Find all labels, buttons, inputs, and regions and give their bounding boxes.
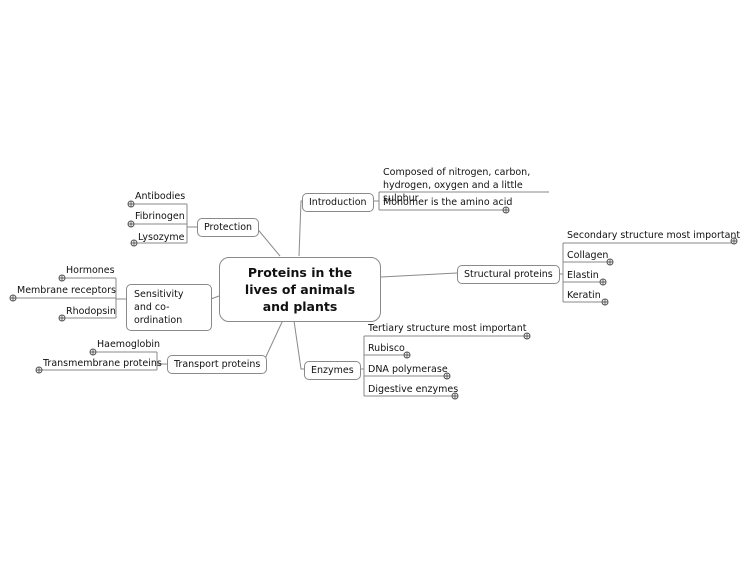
subtopic-elastin-label: Elastin (567, 270, 599, 281)
subtopic-hormones[interactable]: Hormones (64, 263, 117, 278)
subtopic-rhodopsin-label: Rhodopsin (66, 306, 116, 317)
subtopic-rhodopsin[interactable]: Rhodopsin (64, 304, 118, 319)
subtopic-tertiary-structure-label: Tertiary structure most important (368, 323, 527, 334)
subtopic-fibrinogen[interactable]: Fibrinogen (133, 209, 187, 224)
subtopic-digestive-enzymes-label: Digestive enzymes (368, 384, 459, 395)
subtopic-monomer-label: Monomer is the amino acid (383, 197, 513, 208)
subtopic-membrane-receptors[interactable]: Membrane receptors (15, 283, 118, 298)
central-topic[interactable]: Proteins in the lives of animals and pla… (219, 257, 381, 322)
subtopic-transmembrane-proteins[interactable]: Transmembrane proteins (41, 356, 164, 371)
subtopic-collagen[interactable]: Collagen (565, 248, 610, 263)
topic-enzymes-label: Enzymes (311, 365, 354, 376)
subtopic-rubisco-label: Rubisco (368, 343, 405, 354)
topic-sensitivity-label: Sensitivity and co-ordination (134, 289, 184, 326)
subtopic-composition[interactable]: Composed of nitrogen, carbon, hydrogen, … (381, 165, 551, 206)
topic-transport-proteins-label: Transport proteins (174, 359, 261, 370)
subtopic-lysozyme-label: Lysozyme (138, 232, 185, 243)
topic-structural-proteins-label: Structural proteins (464, 269, 553, 280)
subtopic-membrane-receptors-label: Membrane receptors (17, 285, 116, 296)
subtopic-lysozyme[interactable]: Lysozyme (136, 230, 187, 245)
subtopic-secondary-structure-label: Secondary structure most important (567, 230, 741, 241)
subtopic-rubisco[interactable]: Rubisco (366, 341, 407, 356)
subtopic-secondary-structure[interactable]: Secondary structure most important (565, 228, 742, 243)
subtopic-dna-polymerase[interactable]: DNA polymerase (366, 362, 450, 377)
topic-protection[interactable]: Protection (197, 218, 260, 237)
topic-transport-proteins[interactable]: Transport proteins (167, 355, 268, 374)
subtopic-dna-polymerase-label: DNA polymerase (368, 364, 448, 375)
subtopic-tertiary-structure[interactable]: Tertiary structure most important (366, 321, 529, 336)
subtopic-monomer[interactable]: Monomer is the amino acid (381, 195, 514, 210)
subtopic-elastin[interactable]: Elastin (565, 268, 601, 283)
topic-structural-proteins[interactable]: Structural proteins (457, 265, 560, 284)
subtopic-fibrinogen-label: Fibrinogen (135, 211, 185, 222)
topic-introduction[interactable]: Introduction (302, 193, 374, 212)
subtopic-composition-label: Composed of nitrogen, carbon, hydrogen, … (383, 167, 531, 204)
subtopic-haemoglobin[interactable]: Haemoglobin (95, 337, 162, 352)
subtopic-haemoglobin-label: Haemoglobin (97, 339, 161, 350)
subtopic-hormones-label: Hormones (66, 265, 115, 276)
subtopic-antibodies[interactable]: Antibodies (133, 189, 187, 204)
topic-enzymes[interactable]: Enzymes (304, 361, 361, 380)
subtopic-keratin[interactable]: Keratin (565, 288, 603, 303)
topic-protection-label: Protection (204, 222, 253, 233)
central-topic-title: Proteins in the lives of animals and pla… (244, 265, 356, 314)
subtopic-transmembrane-proteins-label: Transmembrane proteins (43, 358, 162, 369)
topic-introduction-label: Introduction (309, 197, 367, 208)
topic-sensitivity[interactable]: Sensitivity and co-ordination (126, 284, 212, 331)
subtopic-antibodies-label: Antibodies (135, 191, 186, 202)
subtopic-keratin-label: Keratin (567, 290, 601, 301)
subtopic-collagen-label: Collagen (567, 250, 609, 261)
subtopic-digestive-enzymes[interactable]: Digestive enzymes (366, 382, 460, 397)
